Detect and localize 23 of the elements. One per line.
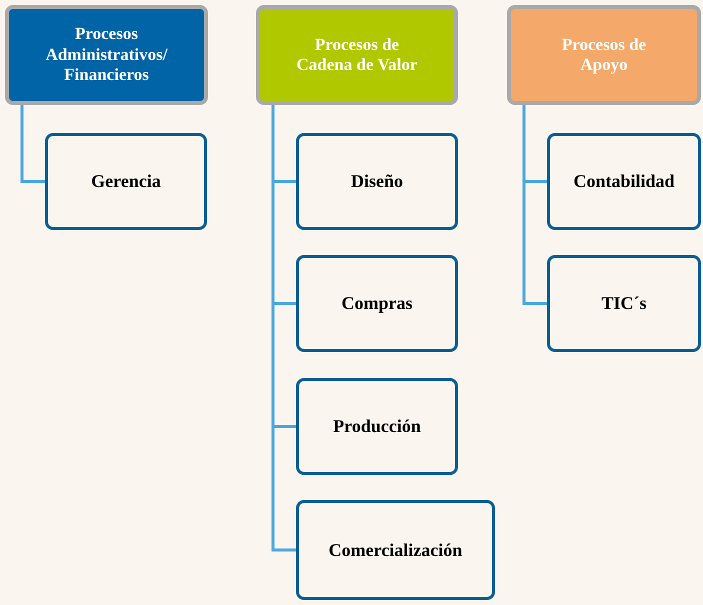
process-label: Producción (333, 416, 421, 437)
process-label: Diseño (350, 171, 403, 192)
process-label: Comercialización (328, 540, 462, 560)
header-title: Procesos Administrativos/ Financieros (44, 24, 168, 86)
connector-line (20, 105, 45, 183)
process-label: Gerencia (91, 171, 161, 192)
process-box (45, 133, 207, 230)
process-box (296, 133, 458, 230)
category-header (256, 5, 458, 105)
connector-line (522, 105, 547, 305)
connector-line (272, 105, 296, 552)
category-header (507, 5, 701, 105)
process-box (296, 500, 495, 600)
process-label: Contabilidad (573, 171, 675, 192)
process-box (296, 255, 458, 352)
header-title: Procesos de Apoyo (560, 34, 648, 76)
category-header (5, 5, 208, 105)
process-label: Compras (342, 293, 412, 314)
process-box (547, 255, 701, 352)
process-box (547, 133, 701, 230)
header-title: Procesos de Cadena de Valor (296, 34, 418, 76)
process-box (296, 378, 458, 475)
process-label: TIC´s (601, 293, 646, 314)
